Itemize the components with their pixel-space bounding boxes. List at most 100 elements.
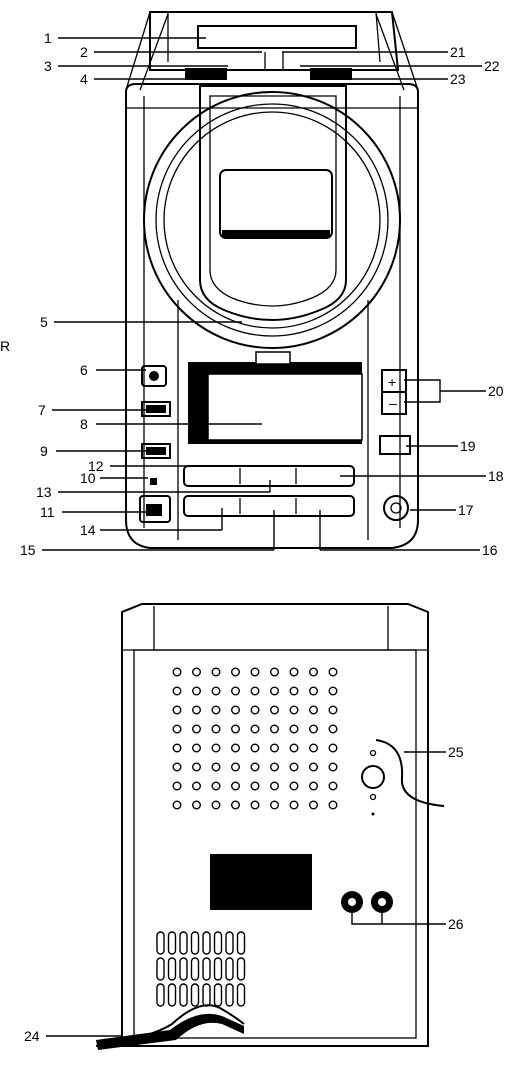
grille-hole	[191, 743, 201, 753]
grille-hole	[309, 667, 319, 677]
leader-lines	[42, 37, 486, 1037]
display-window-notch	[255, 351, 291, 365]
callout-15: 15	[20, 542, 36, 558]
callout-7: 7	[38, 402, 46, 418]
grille-hole	[289, 800, 299, 810]
vent-slot	[179, 983, 188, 1007]
top-button-right	[310, 68, 352, 80]
grille-hole	[230, 667, 240, 677]
callout-25: 25	[448, 744, 464, 760]
grille-hole	[289, 762, 299, 772]
jack-17	[383, 495, 409, 521]
callout-11: 11	[40, 504, 55, 520]
grille-hole	[230, 724, 240, 734]
grille-hole	[250, 667, 260, 677]
grille-hole	[230, 743, 240, 753]
top-button-left	[185, 68, 227, 80]
grille-hole	[211, 743, 221, 753]
vent-slot	[225, 957, 234, 981]
back-body-outline	[121, 603, 429, 1047]
vent-slot	[179, 931, 188, 955]
grille-hole	[270, 686, 280, 696]
grille-hole	[211, 686, 221, 696]
callout-18: 18	[488, 468, 504, 484]
grille-hole	[270, 667, 280, 677]
callout-8: 8	[80, 416, 88, 432]
vent-slot	[167, 931, 177, 955]
grille-hole	[328, 762, 338, 772]
switch-11	[139, 495, 171, 523]
grille-hole	[328, 686, 338, 696]
grille-hole	[250, 762, 260, 772]
button-9-fill	[146, 447, 166, 455]
antenna-wire	[375, 739, 445, 807]
grille-hole	[328, 781, 338, 791]
cd-disc-inner	[155, 103, 389, 337]
grille-hole	[211, 762, 221, 772]
grille-hole	[270, 762, 280, 772]
callout-4: 4	[80, 71, 88, 87]
grille-hole	[270, 724, 280, 734]
callout-6: 6	[80, 362, 88, 378]
grille-hole	[191, 686, 201, 696]
grille-hole	[270, 800, 280, 810]
grille-hole	[172, 686, 182, 696]
top-display-window	[197, 25, 357, 49]
cd-lid-grip	[219, 169, 333, 239]
vent-slot	[167, 983, 177, 1007]
vent-slot	[202, 957, 211, 981]
grille-hole	[211, 724, 221, 734]
grille-hole	[211, 800, 221, 810]
callout-1: 1	[44, 30, 52, 46]
output-jack-right-hole	[378, 898, 386, 906]
vent-slot	[190, 983, 200, 1007]
grille-hole	[289, 781, 299, 791]
display-window	[207, 373, 363, 441]
button-7-fill	[146, 405, 166, 413]
callout-24: 24	[24, 1028, 40, 1044]
grille-hole	[309, 800, 319, 810]
vent-slot	[236, 983, 246, 1007]
antenna-socket	[361, 765, 385, 789]
transport-row-bottom	[183, 495, 355, 517]
grille-hole	[289, 667, 299, 677]
antenna-dot-top	[369, 749, 377, 757]
back-view	[95, 603, 445, 1050]
grille-hole	[172, 781, 182, 791]
transport-row-top	[183, 465, 355, 487]
grille-hole	[172, 724, 182, 734]
grille-hole	[309, 705, 319, 715]
led-10	[150, 478, 157, 485]
callout-26: 26	[448, 916, 464, 932]
vent-slot	[190, 931, 200, 955]
vent-slot	[156, 957, 165, 981]
jack-17-inner	[390, 502, 402, 514]
top-handle	[149, 11, 400, 71]
vent-slot	[236, 931, 246, 955]
top-handle-inner	[167, 11, 381, 63]
vent-slot	[167, 957, 177, 981]
grille-hole	[211, 667, 221, 677]
volume-plus-symbol: +	[388, 374, 396, 390]
grille-hole	[289, 705, 299, 715]
grille-hole	[172, 800, 182, 810]
callout-22: 22	[484, 58, 500, 74]
callout-5: 5	[40, 314, 48, 330]
cd-disc-ring	[163, 111, 381, 329]
speaker-grille	[172, 667, 338, 810]
callout-9: 9	[40, 443, 48, 459]
vent-slot	[179, 957, 188, 981]
grille-hole	[172, 762, 182, 772]
vent-slot	[236, 957, 246, 981]
button-7	[141, 401, 171, 417]
grille-hole	[309, 686, 319, 696]
callout-17: 17	[458, 502, 474, 518]
callout-16: 16	[482, 542, 498, 558]
callout-3: 3	[44, 58, 52, 74]
grille-hole	[230, 686, 240, 696]
grille-hole	[309, 743, 319, 753]
vent-slot	[202, 931, 211, 955]
power-cord-body	[96, 1013, 244, 1050]
grille-hole	[211, 705, 221, 715]
antenna-dot-lower	[371, 812, 375, 816]
